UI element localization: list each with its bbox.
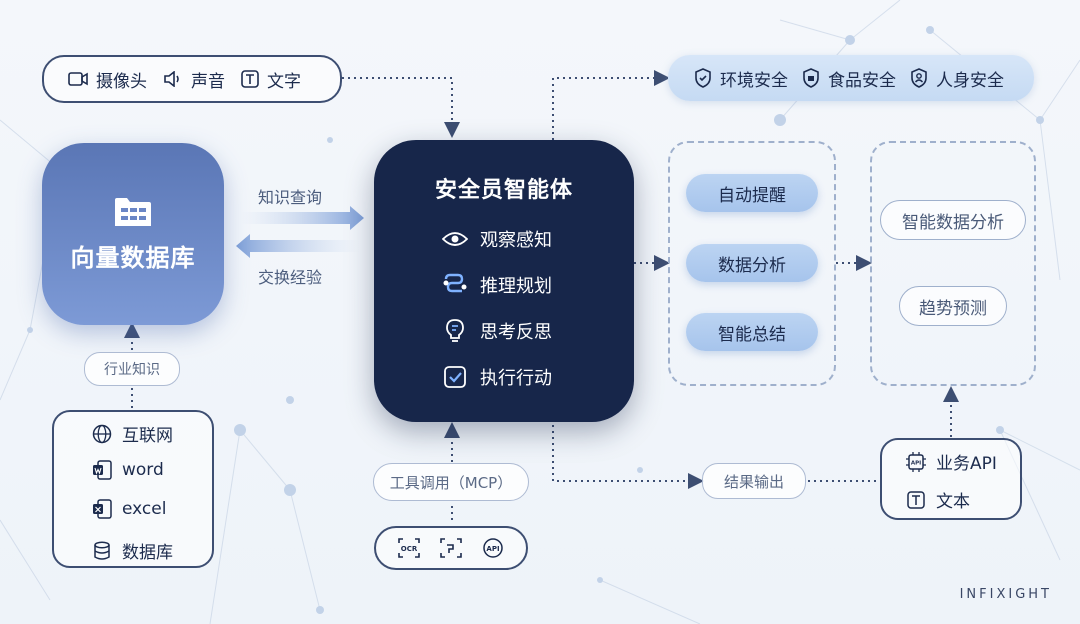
shield-person-icon (911, 68, 927, 88)
functions-group (668, 141, 836, 386)
capability-reflect: 思考反思 (442, 318, 552, 344)
input-sound: 声音 (163, 67, 225, 92)
database-icon (94, 540, 110, 560)
result-output-label: 结果输出 (702, 463, 806, 499)
function-data-analysis: 数据分析 (686, 244, 818, 282)
input-sources-bar: 摄像头 声音 文字 (42, 55, 342, 103)
input-camera: 摄像头 (68, 67, 147, 92)
text-icon (907, 490, 925, 509)
outcomes-group (870, 141, 1036, 386)
capability-reason-label: 推理规划 (480, 276, 552, 297)
safety-personal: 人身安全 (910, 66, 1004, 91)
outcome-trend-prediction: 趋势预测 (899, 286, 1007, 326)
database-folder-icon (115, 197, 151, 226)
source-internet-label: 互联网 (122, 426, 173, 446)
input-text-label: 文字 (267, 71, 301, 92)
api-chip-icon: API (906, 451, 926, 472)
safety-environment: 环境安全 (694, 66, 788, 91)
input-text: 文字 (241, 67, 301, 92)
capability-reason: 推理规划 (442, 272, 552, 298)
capability-observe: 观察感知 (442, 226, 552, 252)
business-text: 文本 (906, 487, 970, 512)
lightbulb-icon (446, 319, 464, 342)
shield-check-icon (695, 68, 711, 88)
business-api-label: 业务API (936, 454, 997, 474)
outcome-smart-data-analysis: 智能数据分析 (880, 200, 1026, 240)
vector-database-title: 向量数据库 (70, 243, 196, 272)
source-internet: 互联网 (92, 421, 173, 446)
agent-title: 安全员智能体 (434, 178, 573, 203)
input-sound-label: 声音 (191, 71, 225, 92)
function-auto-reminder: 自动提醒 (686, 174, 818, 212)
tool-call-label: 工具调用（MCP） (373, 463, 529, 501)
source-database: 数据库 (92, 538, 173, 563)
capability-execute-label: 执行行动 (480, 368, 552, 389)
flow-query-label: 知识查询 (258, 188, 323, 207)
safety-personal-label: 人身安全 (936, 70, 1004, 91)
svg-text:API: API (486, 545, 499, 553)
camera-icon (68, 72, 88, 86)
business-api: API 业务API (906, 449, 997, 474)
business-text-label: 文本 (936, 492, 970, 512)
safety-food: 食品安全 (802, 66, 896, 91)
svg-text:API: API (911, 460, 921, 466)
flow-exchange-label: 交换经验 (258, 268, 323, 287)
speaker-icon (164, 71, 179, 87)
safety-food-label: 食品安全 (828, 70, 896, 91)
globe-icon (92, 424, 112, 443)
ocr-icon: OCR (398, 538, 420, 558)
eye-icon (442, 232, 468, 246)
checkbox-icon (444, 366, 466, 388)
word-file-icon (93, 460, 112, 480)
input-camera-label: 摄像头 (96, 71, 147, 92)
safety-categories-bar: 环境安全 食品安全 人身安全 (668, 55, 1034, 101)
capability-reflect-label: 思考反思 (480, 322, 552, 343)
svg-text:OCR: OCR (401, 545, 418, 553)
excel-file-icon (93, 499, 112, 519)
vector-database-node: 向量数据库 (42, 143, 224, 325)
tool-icons-bar: OCR API (374, 526, 528, 570)
api-icon: API (483, 538, 503, 558)
capability-observe-label: 观察感知 (480, 230, 552, 251)
source-excel: excel (92, 499, 166, 519)
text-icon (241, 70, 259, 88)
source-word: word (92, 460, 164, 480)
scan-icon (440, 538, 462, 558)
function-smart-summary: 智能总结 (686, 313, 818, 351)
shield-food-icon (803, 68, 819, 88)
route-icon (443, 273, 467, 293)
source-database-label: 数据库 (122, 543, 173, 563)
source-excel-label: excel (122, 499, 167, 519)
brand-logo: INFIXIGHT (959, 587, 1052, 602)
source-word-label: word (122, 460, 164, 480)
industry-knowledge-label: 行业知识 (84, 352, 180, 386)
safety-environment-label: 环境安全 (720, 70, 788, 91)
safety-agent-node: 安全员智能体 观察感知 推理规划 思考反思 执行行动 (374, 140, 634, 422)
business-api-box (880, 438, 1022, 520)
knowledge-sources-box (52, 410, 214, 568)
capability-execute: 执行行动 (442, 364, 552, 390)
